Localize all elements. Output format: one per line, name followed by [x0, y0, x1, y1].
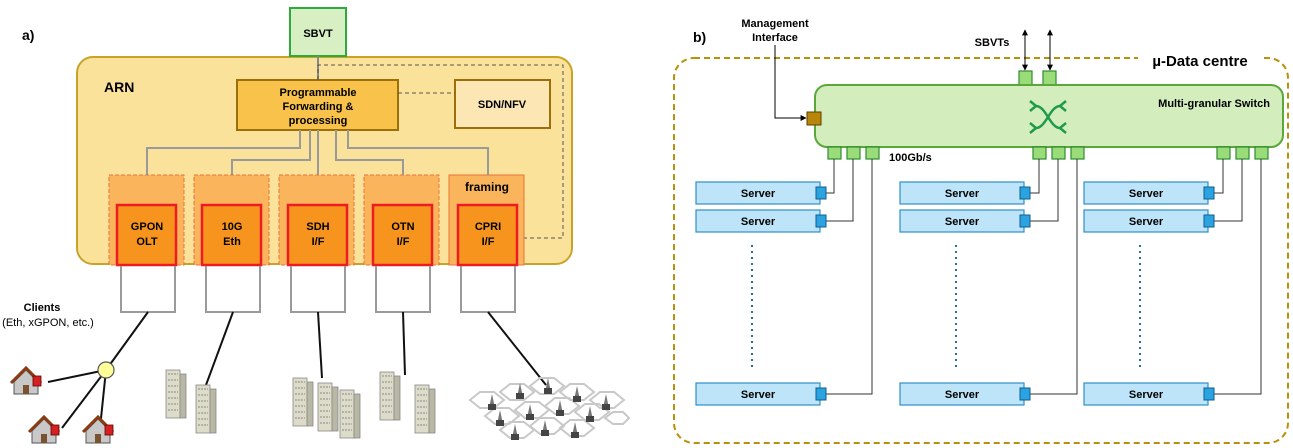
server: Server: [899, 181, 1031, 205]
svg-text:I/F: I/F: [397, 236, 410, 248]
svg-text:Server: Server: [1129, 188, 1164, 200]
home-icon: [81, 415, 115, 445]
svg-text:Server: Server: [741, 216, 776, 228]
sdn-nfv-box: [454, 79, 551, 129]
interface-otn: OTN I/F: [371, 203, 434, 267]
svg-text:Server: Server: [945, 389, 980, 401]
interface-gpon-olt: GPON OLT: [115, 203, 178, 267]
svg-text:Server: Server: [1129, 389, 1164, 401]
buildings-icon: [292, 377, 361, 439]
sbvt-box: [289, 7, 347, 57]
svg-text:OTN: OTN: [391, 221, 414, 233]
mgmt-arrow: [774, 45, 807, 121]
panel-b: b) µ-Data centre Management Interface SB…: [673, 18, 1289, 444]
sbvts-label: SBVTs: [975, 37, 1010, 49]
panel-b-label: b): [693, 29, 706, 45]
svg-text:SDH: SDH: [306, 221, 329, 233]
svg-text:I/F: I/F: [482, 236, 495, 248]
interface-cpri: CPRI I/F: [456, 203, 519, 267]
mgmt-port: [806, 111, 822, 126]
home-icon: [9, 366, 43, 396]
home-icon: [27, 415, 61, 445]
mgmt-line-1: Management: [741, 18, 809, 30]
buildings-icon: [379, 371, 436, 434]
server: Server: [695, 382, 827, 406]
svg-text:OLT: OLT: [136, 236, 157, 248]
framing-label: framing: [465, 180, 509, 194]
pfp-line-2: Forwarding &: [283, 101, 354, 113]
interface-10g-eth: 10G Eth: [200, 203, 263, 267]
link-rate-label: 100Gb/s: [889, 152, 932, 164]
svg-text:Eth: Eth: [223, 236, 241, 248]
control-dashed-lines: [317, 64, 564, 239]
data-centre-label: µ-Data centre: [1152, 53, 1247, 70]
sdn-nfv-label: SDN/NFV: [478, 99, 527, 111]
svg-text:Server: Server: [945, 216, 980, 228]
switch-label: Multi-granular Switch: [1158, 98, 1270, 110]
svg-text:10G: 10G: [222, 221, 243, 233]
clients-subtitle: (Eth, xGPON, etc.): [2, 317, 94, 329]
sbvt-port: [1042, 70, 1057, 86]
svg-text:CPRI: CPRI: [475, 221, 501, 233]
server: Server: [899, 382, 1031, 406]
server: Server: [1083, 181, 1215, 205]
panel-a-label: a): [22, 27, 34, 43]
svg-text:I/F: I/F: [312, 236, 325, 248]
svg-text:Server: Server: [741, 389, 776, 401]
svg-text:Server: Server: [741, 188, 776, 200]
server: Server: [695, 181, 827, 205]
sbvt-port: [1018, 70, 1033, 86]
sbvt-label: SBVT: [303, 28, 333, 40]
svg-text:GPON: GPON: [131, 221, 163, 233]
arn-label: ARN: [104, 79, 134, 95]
interface-sdh: SDH I/F: [286, 203, 349, 267]
server: Server: [1083, 382, 1215, 406]
svg-text:Server: Server: [945, 188, 980, 200]
svg-text:Server: Server: [1129, 216, 1164, 228]
interface-ports: [120, 266, 516, 313]
server: Server: [1083, 209, 1215, 233]
splitter-node: [97, 361, 115, 379]
mgmt-line-2: Interface: [752, 32, 798, 44]
server: Server: [899, 209, 1031, 233]
clients-title: Clients: [24, 302, 61, 314]
pfp-line-3: processing: [289, 115, 348, 127]
cell-mesh-icon: [468, 377, 631, 440]
server: Server: [695, 209, 827, 233]
pfp-line-1: Programmable: [279, 87, 356, 99]
crossbar-switch-icon: [1029, 100, 1067, 134]
panel-a: a) ARN SBVT Programmable Forwarding & pr…: [2, 7, 631, 445]
server-links: [826, 159, 1262, 395]
